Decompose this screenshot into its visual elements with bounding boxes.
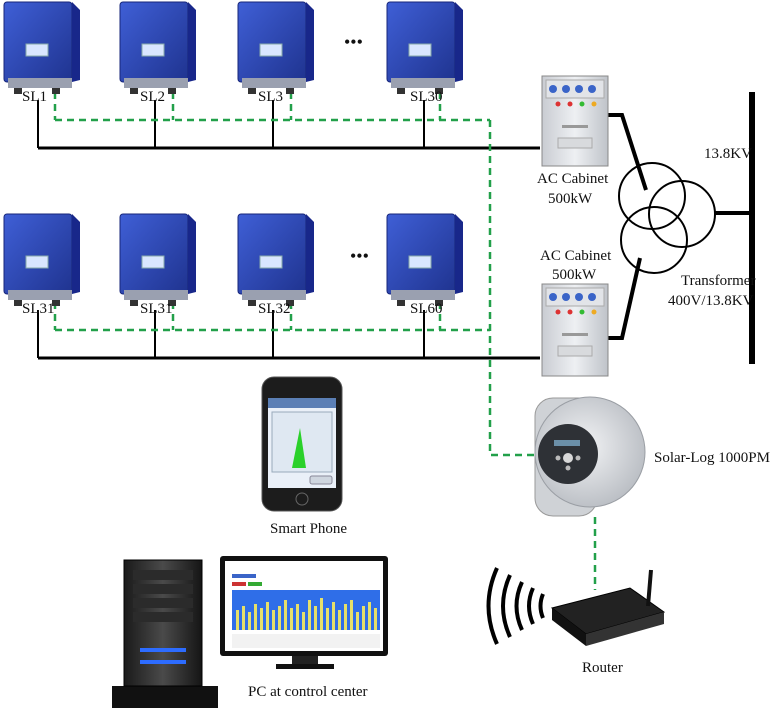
ac-cabinet-bottom[interactable] <box>541 283 609 377</box>
communication-lines <box>53 92 597 590</box>
inverter-sl60[interactable] <box>386 213 463 306</box>
inverter-sl3[interactable] <box>237 1 314 94</box>
cabinet-bottom-rating: 500kW <box>552 267 597 283</box>
power-lines <box>37 92 755 364</box>
inverter-label: SL2 <box>140 89 165 105</box>
inverter-sl31[interactable] <box>3 213 80 306</box>
smartphone-label: Smart Phone <box>270 521 347 537</box>
inverter-label: SL31 <box>22 301 55 317</box>
grid-voltage-label: 13.8KV <box>704 146 752 162</box>
inverter-label: SL30 <box>410 89 443 105</box>
transformer-symbol[interactable] <box>618 162 716 274</box>
inverter-sl30[interactable] <box>386 1 463 94</box>
inverter-sl32[interactable] <box>237 213 314 306</box>
inverter-label: SL60 <box>410 301 443 317</box>
ac-cabinet-top[interactable] <box>541 75 609 167</box>
pc-label: PC at control center <box>248 684 368 700</box>
ellipsis: ••• <box>350 246 369 266</box>
inverter-label: SL32 <box>258 301 291 317</box>
cabinet-top-name: AC Cabinet <box>537 171 609 187</box>
router-label: Router <box>582 660 623 676</box>
pc-monitor[interactable] <box>220 556 388 669</box>
inverter-label: SL1 <box>22 89 47 105</box>
solarlog-device[interactable] <box>534 396 646 517</box>
inverter-label: SL31 <box>140 301 173 317</box>
router-device[interactable] <box>550 569 666 646</box>
ellipsis: ••• <box>344 32 363 52</box>
solarlog-label: Solar-Log 1000PM <box>654 450 770 466</box>
transformer-name: Transformer <box>681 273 755 289</box>
pc-tower[interactable] <box>112 559 218 708</box>
inverter-sl1[interactable] <box>3 1 80 94</box>
inverter-row-1: SL1 SL2 SL3 SL30 ••• <box>3 1 463 105</box>
inverter-label: SL3 <box>258 89 283 105</box>
transformer-ratio: 400V/13.8KV <box>668 293 754 309</box>
inverter-row-2: SL31 SL31 SL32 SL60 ••• <box>3 213 463 317</box>
cabinet-top-rating: 500kW <box>548 191 593 207</box>
inverter-sl2[interactable] <box>119 1 196 94</box>
cabinet-bottom-name: AC Cabinet <box>540 248 612 264</box>
inverter-sl31b[interactable] <box>119 213 196 306</box>
smartphone[interactable] <box>261 376 343 512</box>
router-signal-icon <box>486 567 545 645</box>
